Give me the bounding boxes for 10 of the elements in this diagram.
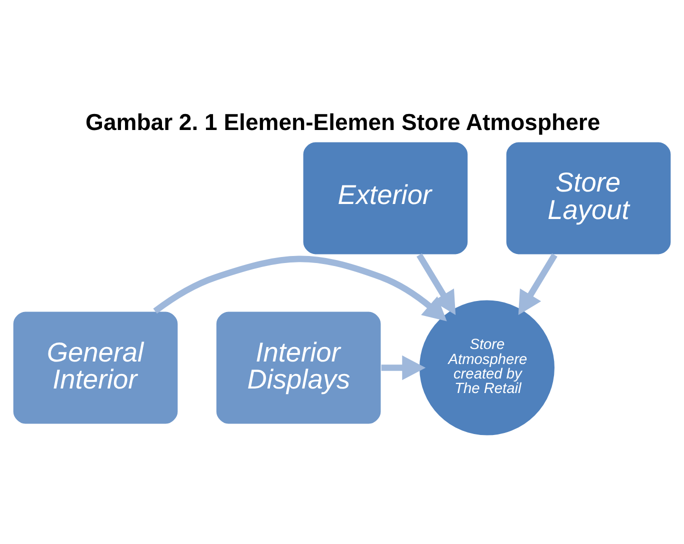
diagram-title: Gambar 2. 1 Elemen-Elemen Store Atmosphere [86, 108, 600, 135]
node-box: Store Layout [505, 141, 672, 256]
node-box: General Interior [12, 310, 179, 425]
arrow [381, 355, 426, 380]
node-circle: Store Atmosphere created by The Retail [418, 299, 556, 436]
arrow [518, 253, 558, 315]
arrow [153, 256, 447, 322]
node-box: Exterior [302, 141, 469, 256]
arrow [416, 253, 456, 315]
node-box: Interior Displays [215, 310, 382, 425]
